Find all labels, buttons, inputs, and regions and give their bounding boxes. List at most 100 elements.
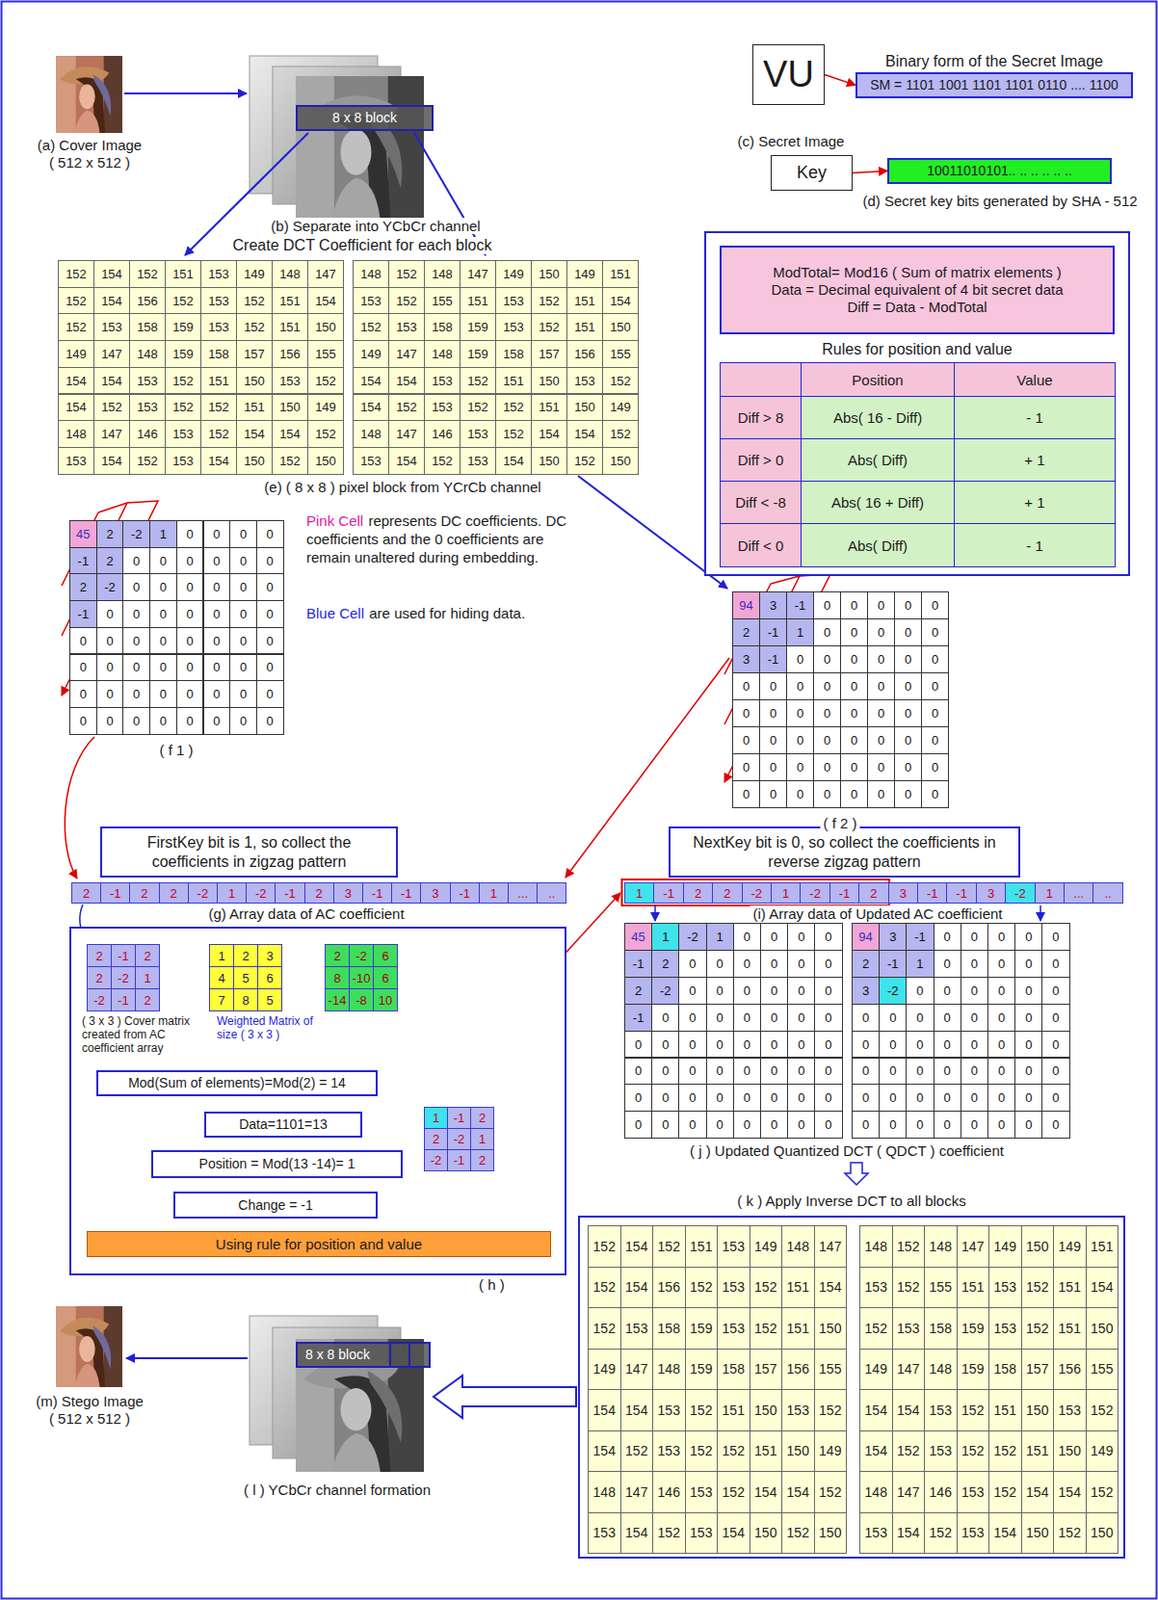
dct-cell: 0 [760,922,789,951]
dct-cell: 0 [176,573,205,602]
pixel-cell: 159 [684,1307,719,1350]
array-cell: .. [1092,882,1123,904]
dct-cell: 0 [867,726,895,755]
pixel-cell: 157 [236,340,273,369]
pixel-cell: 153 [388,313,425,342]
pixel-cell: 154 [602,287,639,316]
dct-cell: 0 [69,680,98,709]
dct-cell: 0 [706,1003,735,1032]
dct-cell: 0 [203,707,232,736]
dct-cell: 0 [256,654,285,683]
matrix-cell: 2 [470,1106,495,1130]
array-cell: -1 [391,882,422,904]
hollow-arrow [433,1375,577,1419]
node-heading: Rules for position and value [706,341,1129,359]
pixel-cell: 148 [781,1225,816,1268]
array-cell: 2 [71,882,102,904]
pixel-cell: 152 [164,287,202,316]
matrix-cell: 10 [372,988,398,1012]
matrix-cell: 2 [324,944,350,968]
pixel-cell: 154 [495,447,532,475]
dct-cell: 45 [69,520,98,549]
dct-cell: 0 [987,1003,1016,1032]
pixel-cell: 149 [57,340,95,369]
matrix-cell: 2 [134,944,160,968]
pixel-cell: 149 [602,394,639,422]
pixel-cell: 153 [652,1389,686,1432]
pixel-cell: 152 [530,313,568,342]
pixel-cell: 159 [459,340,497,369]
pixel-cell: 152 [684,1389,719,1432]
dct-cell: 0 [840,699,869,728]
node-heading: Binary form of the Secret Image [857,52,1132,71]
connector-arrow [852,170,888,173]
array-cell: -2 [741,882,772,904]
dct-cell: 0 [678,976,707,1005]
rule-cell: Abs( Diff) [800,438,955,482]
pixel-cell: 152 [923,1512,958,1555]
dct-cell: 0 [1014,976,1043,1005]
pixel-cell: 148 [923,1348,958,1392]
pixel-cell: 151 [200,367,237,395]
pixel-cell: 155 [923,1266,958,1310]
dct-cell: 0 [987,976,1016,1005]
pixel-cell: 158 [495,340,532,369]
matrix-cell: -14 [324,988,350,1012]
dct-cell: 0 [787,1003,816,1032]
block-marker: 8 x 8 block [295,105,434,132]
dct-cell: 0 [786,780,815,809]
dct-cell: 0 [176,707,205,736]
pixel-cell: 154 [236,420,273,448]
dct-cell: 0 [1041,1030,1070,1059]
pixel-cell: 152 [956,1389,991,1432]
pixel-cell: 152 [495,394,532,422]
dct-cell: 0 [229,573,258,602]
pixel-cell: 155 [423,287,461,316]
dct-cell: 0 [176,520,205,549]
node-text: 8 x 8 block [305,1346,370,1364]
array-cell: -1 [449,882,480,904]
dct-cell: 0 [203,573,232,602]
dct-cell: 3 [878,922,907,951]
dct-cell: 0 [229,600,258,629]
dct-cell: 1 [786,618,815,647]
dct-cell: 0 [894,780,922,809]
pixel-cell: 152 [566,447,604,475]
pixel-cell: 148 [859,1225,894,1268]
matrix-cell: -1 [110,944,136,968]
dct-cell: 0 [176,654,205,683]
pixel-cell: 154 [620,1225,655,1268]
pixel-cell: 154 [200,447,237,475]
pixel-cell: 152 [307,420,344,448]
dct-cell: 0 [933,1003,962,1032]
dct-cell: 2 [69,573,98,602]
dct-cell: 0 [96,627,125,656]
pixel-cell: 152 [988,1471,1023,1514]
dct-cell: 0 [867,753,895,782]
dct-cell: 0 [732,699,761,728]
dct-cell: 0 [1014,1110,1043,1139]
rule-cell: Value [953,362,1116,397]
pixel-cell: 152 [749,1307,784,1350]
dct-cell: 0 [933,1057,962,1086]
dct-cell: 0 [678,1110,707,1139]
pixel-cell: 154 [352,394,390,422]
array-cell: 1 [478,882,509,904]
pixel-cell: 147 [956,1225,991,1268]
pixel-cell: 151 [716,1389,751,1432]
rule-cell: Abs( 16 - Diff) [800,395,955,440]
matrix-cell: 1 [134,966,160,990]
dct-cell: 0 [651,1083,680,1112]
pixel-cell: 154 [530,420,568,448]
pixel-cell: 153 [57,447,95,475]
key-note-box: NextKey bit is 0, so collect the coeffic… [668,826,1021,878]
dct-cell: 0 [732,726,761,755]
dct-cell: 0 [733,976,762,1005]
figure-caption: (b) Separate into YCbCr channel [267,217,483,235]
dct-cell: 0 [1041,949,1070,978]
dct-cell: 0 [229,627,258,656]
pixel-cell: 153 [200,260,237,289]
pixel-cell: 147 [459,260,497,289]
dct-cell: 0 [759,699,788,728]
array-cell: 2 [158,882,189,904]
